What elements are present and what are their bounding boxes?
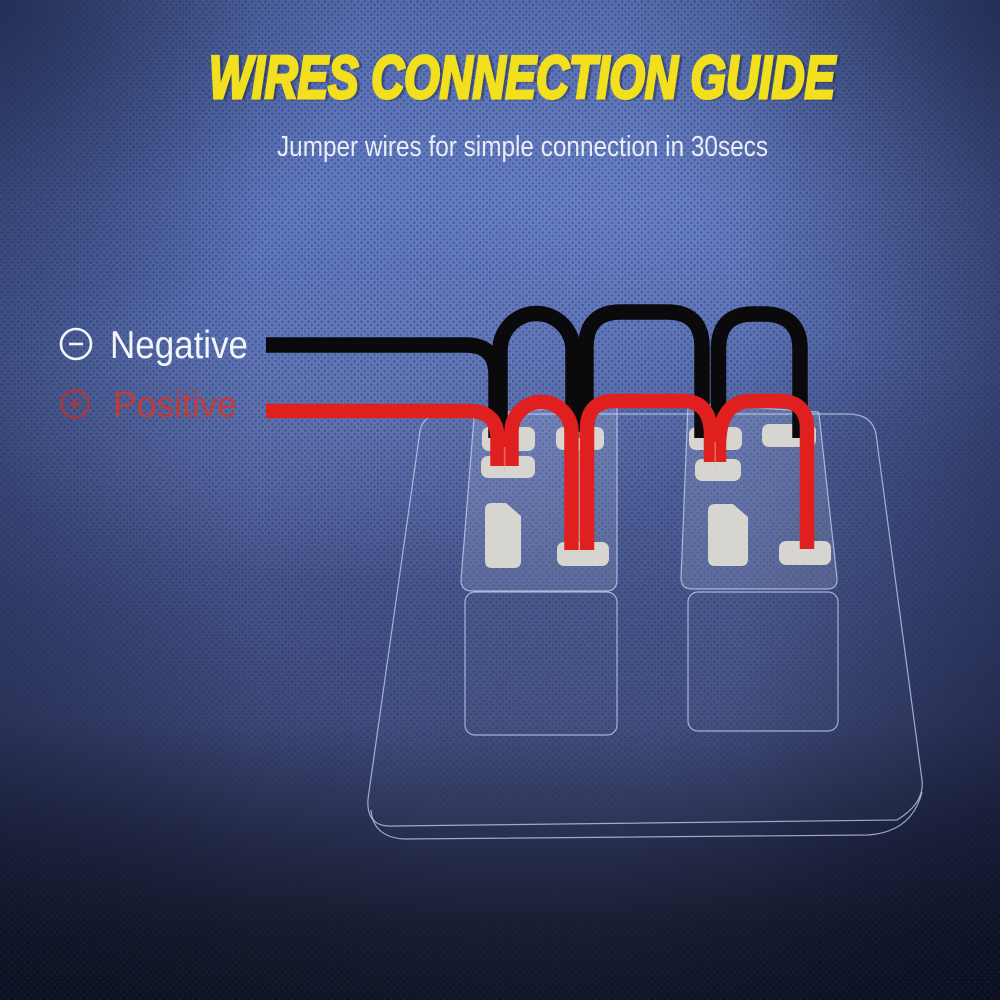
svg-text:Positive: Positive [113, 384, 237, 425]
svg-text:WIRES CONNECTION GUIDE: WIRES CONNECTION GUIDE [209, 44, 837, 111]
svg-text:Jumper wires for simple connec: Jumper wires for simple connection in 30… [277, 131, 768, 163]
svg-text:Negative: Negative [110, 324, 248, 367]
svg-text:WIRES CONNECTION GUIDE: WIRES CONNECTION GUIDE [212, 45, 840, 112]
